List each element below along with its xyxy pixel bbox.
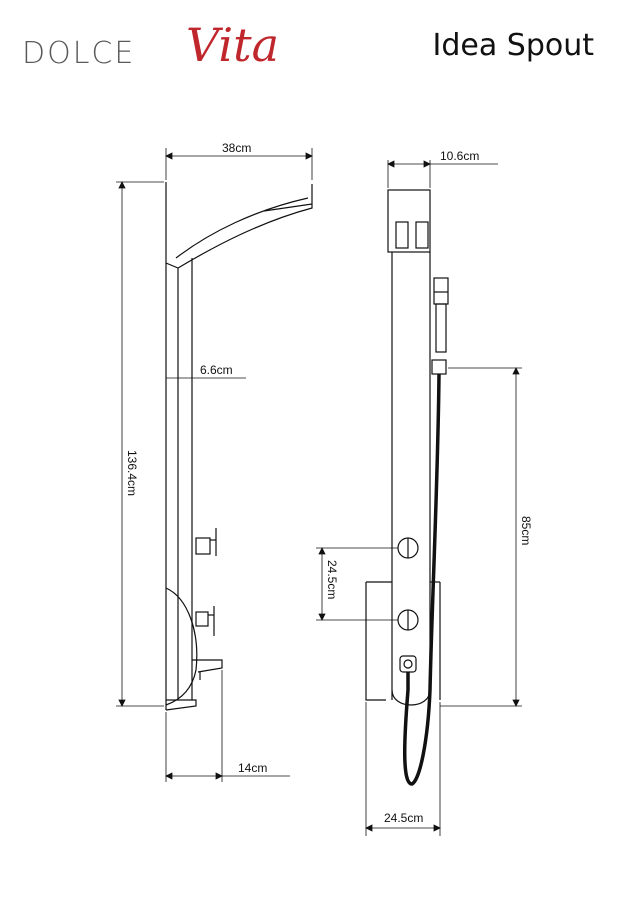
brand-logo-dolce: DOLCE xyxy=(22,36,136,71)
front-view-panel xyxy=(365,189,449,786)
dim-spout-depth xyxy=(165,670,290,782)
label-hand-height: 85cm xyxy=(519,516,533,545)
dim-hand-height xyxy=(440,367,522,707)
label-arm-depth: 6.6cm xyxy=(200,363,233,377)
dim-front-head xyxy=(387,160,498,188)
label-front-width: 24.5cm xyxy=(384,811,423,825)
header: DOLCE Vita Idea Spout xyxy=(0,0,624,90)
label-front-head: 10.6cm xyxy=(440,149,479,163)
dim-side-width xyxy=(165,148,313,180)
label-side-width: 38cm xyxy=(222,141,251,155)
brand-logo-vita: Vita xyxy=(186,18,280,72)
dim-front-width xyxy=(365,702,441,836)
label-total-height: 136.4cm xyxy=(125,450,139,496)
dim-arm-depth xyxy=(165,374,246,382)
side-view-panel xyxy=(165,182,313,711)
label-valve-spacing: 24.5cm xyxy=(325,560,339,599)
dim-valve-spacing xyxy=(316,547,398,621)
dim-total-height xyxy=(116,181,164,707)
label-spout-depth: 14cm xyxy=(238,761,267,775)
product-title: Idea Spout xyxy=(432,28,594,63)
